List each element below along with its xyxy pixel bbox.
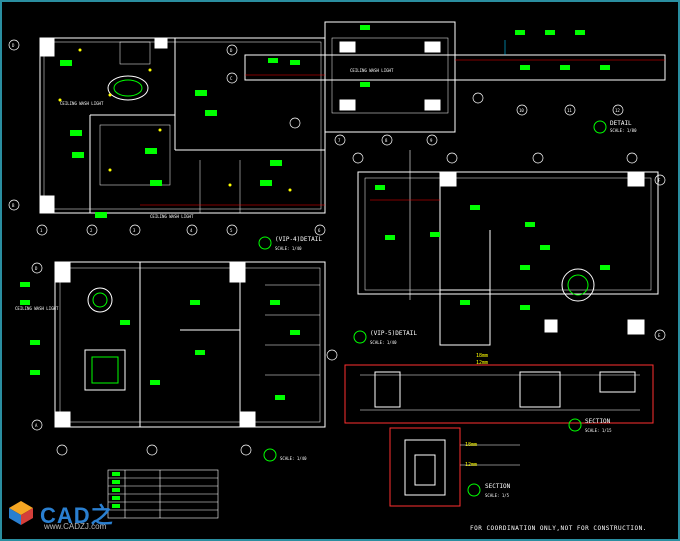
grid-label-1: 1 <box>40 228 43 233</box>
ceiling-note-3: CEILING WASH LIGHT <box>15 306 59 311</box>
grid-label-10: 10 <box>519 108 524 113</box>
grid-label-3: 3 <box>133 228 136 233</box>
ceiling-note-2: CEILING WASH LIGHT <box>350 68 394 73</box>
legend-symbols <box>112 472 120 508</box>
grid-label-8: 8 <box>385 138 388 143</box>
grid-label-12: 12 <box>615 108 620 113</box>
dim-18-label: 18mm <box>476 353 488 359</box>
section-b-title: SECTION <box>485 483 511 490</box>
scale-40-label-b: SCALE: 1/40 <box>370 340 397 345</box>
plan-middle-right-lights <box>375 185 610 310</box>
ceiling-note-4: CEILING WASH LIGHT <box>150 214 194 219</box>
plan-top-left-lights <box>60 60 282 218</box>
legend-table <box>107 469 219 519</box>
scale-80-label: SCALE: 1/80 <box>610 128 637 133</box>
dim-12-label: 12mm <box>476 360 488 366</box>
grid-label-7: 7 <box>338 138 341 143</box>
grid-label-11: 11 <box>567 108 572 113</box>
grid-label-4: 4 <box>190 228 193 233</box>
scale-15-label: SCALE: 1/15 <box>585 428 612 433</box>
plan-top-left-yellow-marks <box>58 48 292 192</box>
watermark-brand: CAD之 <box>40 503 114 528</box>
grid-label-9: 9 <box>430 138 433 143</box>
plan-bottom-left-lights <box>20 282 300 400</box>
grid-label-a-3: A <box>35 423 38 428</box>
grid-bubbles <box>8 39 666 456</box>
plan-top-right-lights <box>268 25 610 87</box>
grid-label-f: F <box>658 178 661 183</box>
grid-label-d-2: D <box>230 48 233 53</box>
plan-top-left <box>39 37 326 214</box>
cad-logo-icon <box>8 500 34 526</box>
grid-label-6: 6 <box>318 228 321 233</box>
section-elevation <box>344 364 654 424</box>
grid-label-2: 2 <box>90 228 93 233</box>
coordination-note: FOR COORDINATION ONLY,NOT FOR CONSTRUCTI… <box>470 525 647 532</box>
scale-40-label-a: SCALE: 1/40 <box>275 246 302 251</box>
vip4-detail-title: (VIP-4)DETAIL <box>275 236 322 243</box>
title-bubbles <box>258 120 607 497</box>
grid-label-5: 5 <box>230 228 233 233</box>
section-detail <box>389 427 520 507</box>
scale-5-label: SCALE: 1/5 <box>485 493 510 498</box>
dim-18-label-b: 18mm <box>465 442 477 448</box>
grid-label-c-2: C <box>230 76 233 81</box>
grid-label-d-1: D <box>12 43 15 48</box>
section-a-title: SECTION <box>585 418 611 425</box>
plan-top-right <box>244 21 666 133</box>
scale-40-label-c: SCALE: 1/40 <box>280 456 307 461</box>
dim-12-label-b: 12mm <box>465 462 477 468</box>
detail-title: DETAIL <box>610 120 632 127</box>
grid-label-b-1: B <box>12 203 15 208</box>
grid-label-e: E <box>658 333 661 338</box>
vip5-detail-title: (VIP-5)DETAIL <box>370 330 417 337</box>
plan-middle-right <box>357 150 659 346</box>
plan-bottom-left <box>54 261 326 428</box>
ceiling-note-1: CEILING WASH LIGHT <box>60 101 104 106</box>
grid-label-d-3: D <box>35 266 38 271</box>
watermark-url: www.CADZJ.com <box>44 522 107 531</box>
